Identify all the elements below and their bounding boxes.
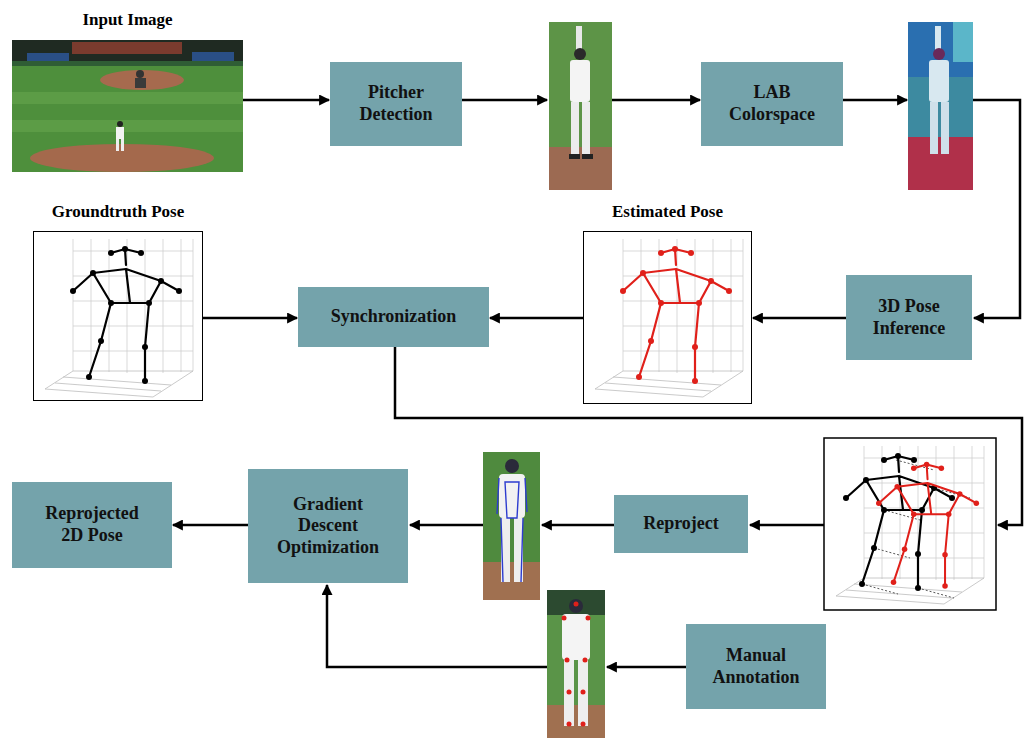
process-box: Reprojected 2D Pose: [12, 482, 172, 568]
panel-title: Input Image: [0, 10, 283, 30]
box-label: Manual Annotation: [698, 645, 814, 688]
box-label: LAB Colorspace: [713, 82, 831, 125]
lab-image: [908, 22, 973, 190]
panel-title: Estimated Pose: [544, 202, 791, 222]
flow-arrow: [203, 317, 297, 320]
flow-arrow: [173, 524, 248, 527]
overlay-plot: [824, 438, 996, 610]
flow-arrow: [243, 99, 329, 102]
process-box: Pitcher Detection: [330, 62, 462, 146]
box-label: Synchronization: [331, 306, 457, 328]
annotation-image: [547, 590, 605, 738]
reprojection-image: [483, 452, 540, 600]
process-box: LAB Colorspace: [701, 62, 843, 146]
pitcher-crop: [549, 22, 612, 190]
box-label: Reproject: [643, 513, 719, 535]
process-box: Gradient Descent Optimization: [248, 469, 408, 583]
box-label: Pitcher Detection: [342, 82, 450, 125]
box-label: 3D Pose Inference: [858, 296, 960, 339]
groundtruth-plot: [45, 239, 193, 397]
image-panel: Input Image: [12, 40, 243, 172]
process-box: 3D Pose Inference: [846, 275, 972, 360]
box-label: Reprojected 2D Pose: [34, 503, 150, 546]
flow-arrow: [490, 317, 583, 320]
flow-arrows: [327, 100, 1022, 667]
input-photo: [12, 40, 243, 172]
panel-title: Groundtruth Pose: [0, 202, 242, 222]
plot-panel: Estimated Pose: [583, 231, 752, 404]
process-box: Manual Annotation: [686, 624, 826, 709]
plot-panel: Groundtruth Pose: [33, 231, 203, 401]
estimated-plot: [595, 239, 743, 397]
process-box: Reproject: [614, 495, 748, 553]
box-label: Gradient Descent Optimization: [266, 494, 390, 559]
process-box: Synchronization: [298, 287, 489, 347]
flow-arrow: [753, 317, 846, 320]
